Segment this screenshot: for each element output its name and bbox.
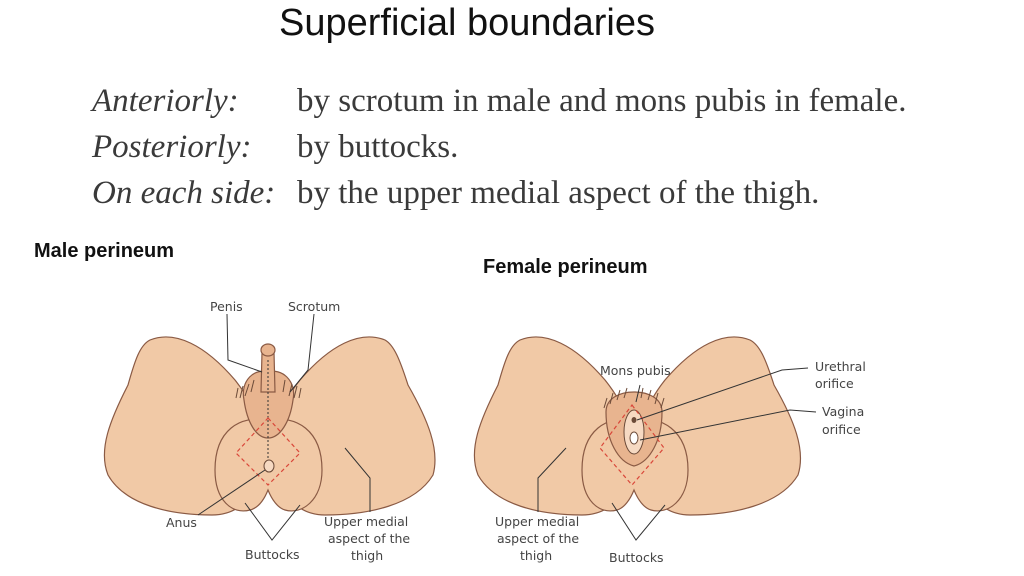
male-pubic-hair xyxy=(235,379,302,399)
boundary-row-sides: On each side: by the upper medial aspect … xyxy=(92,170,906,216)
boundary-row-posterior: Posteriorly: by buttocks. xyxy=(92,124,906,170)
label-male-thigh-1: Upper medial xyxy=(324,514,408,529)
label-male-thigh-3: thigh xyxy=(351,548,383,563)
label-vagina-1: Vagina xyxy=(822,404,864,419)
slide-title: Superficial boundaries xyxy=(0,2,1024,45)
leader-female-buttocks xyxy=(611,502,666,541)
boundary-desc: by buttocks. xyxy=(297,129,459,165)
leader-female-thigh xyxy=(537,447,567,512)
leader-vagina xyxy=(639,409,817,441)
label-mons-pubis: Mons pubis xyxy=(600,363,671,378)
boundary-desc: by scrotum in male and mons pubis in fem… xyxy=(297,83,907,119)
leader-penis xyxy=(226,313,263,373)
label-penis: Penis xyxy=(210,299,243,314)
leader-buttocks xyxy=(244,502,301,541)
leader-mons xyxy=(635,384,641,403)
boundary-term: Anteriorly: xyxy=(92,83,239,119)
female-perineum-illustration: Mons pubis Urethral orifice Vagina orifi… xyxy=(473,336,866,565)
label-male-thigh-2: aspect of the xyxy=(328,531,410,546)
label-scrotum: Scrotum xyxy=(288,299,340,314)
label-female-thigh-2: aspect of the xyxy=(497,531,579,546)
male-perineum-illustration: Penis Scrotum Anus Buttocks Upper medial… xyxy=(103,299,436,563)
boundary-list: Anteriorly: by scrotum in male and mons p… xyxy=(92,78,906,216)
female-pubic-hair xyxy=(603,387,665,409)
label-urethral-1: Urethral xyxy=(815,359,866,374)
male-perineum-diamond xyxy=(235,417,301,486)
leader-anus xyxy=(197,469,266,516)
leader-male-thigh xyxy=(344,447,371,512)
female-perineum-caption: Female perineum xyxy=(483,256,648,278)
urethral-orifice-mark xyxy=(631,417,637,423)
label-female-thigh-3: thigh xyxy=(520,548,552,563)
label-female-thigh-1: Upper medial xyxy=(495,514,579,529)
label-vagina-2: orifice xyxy=(822,422,861,437)
label-female-buttocks: Buttocks xyxy=(609,550,664,565)
male-glans xyxy=(260,343,276,357)
vagina-orifice-mark xyxy=(629,431,639,445)
label-urethral-2: orifice xyxy=(815,376,854,391)
boundary-row-anterior: Anteriorly: by scrotum in male and mons p… xyxy=(92,78,906,124)
slide-title-text: Superficial boundaries xyxy=(278,2,655,44)
label-male-buttocks: Buttocks xyxy=(245,547,300,562)
label-anus: Anus xyxy=(166,515,197,530)
leader-scrotum xyxy=(289,313,315,393)
boundary-desc: by the upper medial aspect of the thigh. xyxy=(297,175,820,211)
boundary-term: On each side: xyxy=(92,175,276,211)
boundary-term: Posteriorly: xyxy=(92,129,252,165)
leader-urethral xyxy=(636,367,809,421)
female-perineum-diamond xyxy=(599,403,665,486)
male-perineum-caption: Male perineum xyxy=(34,240,175,262)
male-anus-mark xyxy=(263,459,275,473)
